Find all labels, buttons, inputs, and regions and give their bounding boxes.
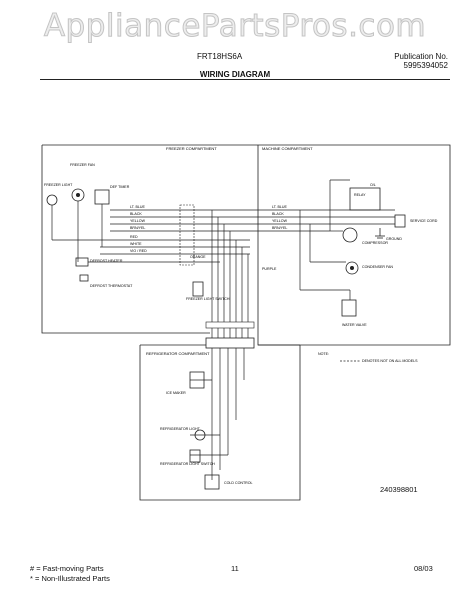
watermark: AppliancePartsPros.com [43,8,427,45]
publication-number: 5995394052 [403,61,449,70]
svg-text:PURPLE: PURPLE [262,267,277,271]
publication-label: Publication No. [394,52,448,61]
svg-text:GROUND: GROUND [386,237,402,241]
freezer-fan: FREEZER FAN [70,163,95,202]
condenser-fan: CONDENSER FAN [345,261,393,275]
note: NOTE: DENOTES NOT ON ALL MODELS [318,352,418,363]
refrigerator-compartment-box [139,344,301,501]
ice-maker: ICE MAKER [166,371,205,395]
document-number: 240398801 [380,485,418,494]
refrigerator-compartment-label: REFRIGERATOR COMPARTMENT [146,351,210,356]
compressor: COMPRESSOR [342,227,388,245]
wire-labels-right: LT. BLUE BLACK YELLOW BRN/YEL PURPLE [262,205,288,271]
svg-text:LT. BLUE: LT. BLUE [272,205,288,209]
fast-moving-note: # = Fast-moving Parts [30,564,104,573]
publication-date: 08/03 [414,564,433,573]
refrigerator-light-switch: REFRIGERATOR LIGHT SWITCH [160,449,215,466]
svg-text:WATER VALVE: WATER VALVE [342,323,367,327]
wire-labels-left: LT. BLUE BLACK YELLOW BRN/YEL RED WHITE … [130,205,206,259]
svg-text:COLD CONTROL: COLD CONTROL [224,481,253,485]
machine-compartment-box [257,144,451,346]
freezer-compartment-box [41,144,258,334]
svg-text:BLACK: BLACK [130,212,142,216]
svg-text:CONDENSER FAN: CONDENSER FAN [362,265,393,269]
svg-text:ORANGE: ORANGE [190,255,206,259]
svg-text:BRN/YEL: BRN/YEL [272,226,287,230]
svg-text:WHITE: WHITE [130,242,142,246]
svg-text:DEFROST HEATER: DEFROST HEATER [90,259,123,263]
service-cord: SERVICE CORD [394,214,438,228]
svg-text:RED: RED [130,235,138,239]
model-number: FRT18HS6A [197,52,243,61]
svg-text:SERVICE CORD: SERVICE CORD [410,219,438,223]
defrost-timer: DEF TIMER [94,185,130,205]
page-title: WIRING DIAGRAM [199,70,271,79]
svg-text:ICE MAKER: ICE MAKER [166,391,186,395]
svg-text:YELLOW: YELLOW [130,219,146,223]
svg-text:NOTE:: NOTE: [318,352,329,356]
svg-text:O/L: O/L [370,183,376,187]
svg-text:YELLOW: YELLOW [272,219,288,223]
freezer-light: FREEZER LIGHT [44,183,73,206]
svg-text:BRN/YEL: BRN/YEL [130,226,145,230]
cold-control: COLD CONTROL [204,474,253,490]
svg-text:REFRIGERATOR LIGHT SWITCH: REFRIGERATOR LIGHT SWITCH [160,462,215,466]
svg-text:DENOTES NOT ON ALL MODELS: DENOTES NOT ON ALL MODELS [362,359,418,363]
defrost-thermostat: DEFROST THERMOSTAT [79,274,133,288]
svg-text:FREEZER LIGHT: FREEZER LIGHT [44,183,73,187]
refrigerator-light: REFRIGERATOR LIGHT [160,427,206,441]
wire-harness [51,201,330,480]
svg-text:REFRIGERATOR LIGHT: REFRIGERATOR LIGHT [160,427,201,431]
freezer-light-switch: FREEZER LIGHT SWITCH [186,281,230,301]
non-illustrated-note: * = Non-Illustrated Parts [30,574,110,583]
svg-text:DEF TIMER: DEF TIMER [110,185,130,189]
machine-wiring [299,179,395,300]
svg-text:BLACK: BLACK [272,212,284,216]
freezer-compartment-label: FREEZER COMPARTMENT [166,146,217,151]
harness-connector [179,204,255,349]
page-number: 11 [231,564,239,573]
svg-text:VIO / RED: VIO / RED [130,249,147,253]
svg-text:RELAY: RELAY [354,193,366,197]
svg-text:FREEZER FAN: FREEZER FAN [70,163,95,167]
water-valve: WATER VALVE [341,299,367,327]
relay-box: RELAY O/L [349,183,381,211]
svg-text:DEFROST THERMOSTAT: DEFROST THERMOSTAT [90,284,133,288]
svg-text:COMPRESSOR: COMPRESSOR [362,241,388,245]
footer-legend: # = Fast-moving Parts * = Non-Illustrate… [30,564,110,584]
svg-text:FREEZER LIGHT SWITCH: FREEZER LIGHT SWITCH [186,297,230,301]
machine-compartment-label: MACHINE COMPARTMENT [262,146,313,151]
svg-text:LT. BLUE: LT. BLUE [130,205,146,209]
title-rule [40,79,450,80]
ground-symbol: GROUND [375,228,402,241]
